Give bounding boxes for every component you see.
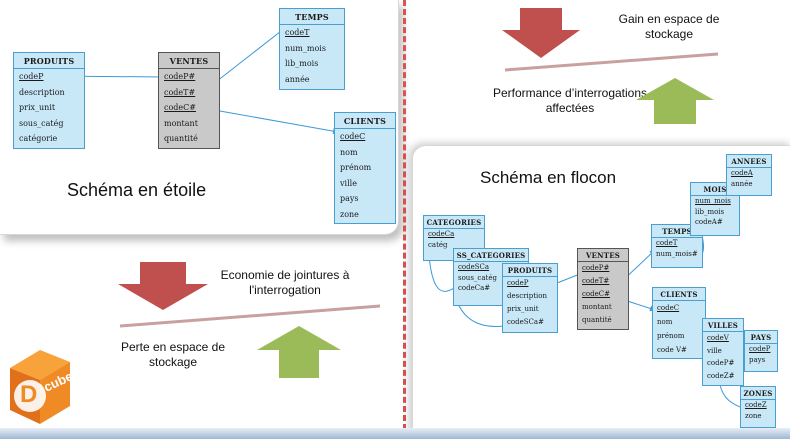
table-row: codeP# — [164, 72, 196, 81]
note-perf: Performance d’interrogations affectées — [492, 86, 648, 115]
table-row: lib_mois — [695, 207, 725, 216]
table-title: CATEGORIES — [424, 216, 484, 229]
arrow-up-perf — [636, 78, 714, 124]
table-row: codeSCa# — [507, 318, 544, 326]
table-row: codeC — [340, 132, 366, 141]
table-row: prénom — [657, 332, 685, 340]
table-row: codeT — [656, 239, 678, 247]
table-row: description — [507, 292, 547, 300]
table-row: codeP — [19, 72, 44, 81]
table-row: zone — [745, 411, 762, 420]
table-row: codeT# — [164, 87, 196, 97]
logo-letter: D — [20, 381, 38, 408]
table-title: CLIENTS — [653, 288, 705, 301]
table-row: codeT — [285, 28, 310, 37]
star-schema-caption: Schéma en étoile — [67, 180, 207, 200]
table-row: codeCa — [428, 230, 455, 238]
table-row: ville — [340, 178, 357, 188]
table-row: année — [285, 74, 310, 84]
table-row: année — [731, 179, 753, 188]
snowflake-schema-caption: Schéma en flocon — [480, 168, 617, 187]
note-perte: Perte en espace de stockage — [120, 340, 226, 369]
table-produits-snow: PRODUITS codeP description prix_unit cod… — [502, 263, 558, 333]
arrow-down-eco — [118, 262, 208, 310]
arrow-up-perte — [257, 326, 341, 378]
table-row: codeT# — [582, 277, 610, 285]
arrow-down-gain — [502, 8, 580, 58]
table-row: code V# — [657, 346, 687, 354]
table-title: MOIS — [691, 183, 739, 196]
balance-line-bottom — [120, 304, 381, 328]
table-row: codeCa# — [458, 284, 491, 292]
table-row: nom — [340, 147, 358, 157]
table-row: description — [19, 87, 65, 97]
table-row: sous_catég — [19, 118, 64, 128]
table-row: codeC# — [582, 290, 610, 298]
table-row: codeSCa — [458, 263, 490, 271]
table-row: quantité — [164, 134, 198, 143]
table-row: codeV — [707, 334, 729, 342]
note-gain: Gain en espace de stockage — [618, 12, 720, 41]
table-temps-star: TEMPS codeT num_mois lib_mois année — [279, 8, 345, 90]
cube-logo-icon — [10, 350, 70, 424]
balance-line-top — [505, 52, 719, 72]
table-row: codeA — [731, 169, 753, 177]
table-zones-snow: ZONES codeZ zone — [740, 386, 776, 428]
table-row: pays — [340, 194, 359, 203]
table-row: codeP# — [582, 264, 610, 272]
table-row: quantité — [582, 316, 612, 324]
table-produits-star: PRODUITS codeP description prix_unit sou… — [13, 52, 85, 149]
table-title: TEMPS — [280, 9, 344, 25]
table-row: codeA# — [695, 218, 723, 226]
table-row: prix_unit — [507, 305, 539, 313]
table-title: SS_CATEGORIES — [454, 249, 528, 262]
table-clients-snow: CLIENTS codeC nom prénom code V# — [652, 287, 706, 359]
table-clients-star: CLIENTS codeC nom prénom ville pays zone — [334, 112, 396, 224]
table-row: sous_catég — [458, 273, 497, 282]
table-row: catégorie — [19, 134, 58, 143]
table-row: codeP — [507, 279, 529, 287]
table-row: prénom — [340, 163, 372, 172]
table-title: PAYS — [745, 331, 777, 344]
table-row: montant — [164, 118, 198, 128]
table-row: num_mois# — [656, 249, 698, 258]
divider-dashed-line — [403, 0, 406, 439]
table-title: CLIENTS — [335, 113, 395, 129]
table-row: num_mois — [695, 197, 731, 205]
table-title: VENTES — [159, 53, 219, 69]
table-title: ANNEES — [727, 155, 771, 168]
table-row: pays — [749, 355, 766, 364]
table-row: lib_mois — [285, 59, 319, 68]
table-row: codeC# — [164, 103, 196, 112]
bottom-band — [0, 428, 790, 439]
table-ventes-star: VENTES codeP# codeT# codeC# montant quan… — [158, 52, 220, 149]
table-title: PRODUITS — [14, 53, 84, 69]
table-row: codeP# — [707, 359, 735, 367]
table-title: VILLES — [703, 319, 743, 332]
table-ventes-snow: VENTES codeP# codeT# codeC# montant quan… — [577, 248, 629, 330]
table-row: prix_unit — [19, 103, 56, 112]
table-annees-snow: ANNEES codeA année — [726, 154, 772, 196]
table-row: num_mois — [285, 43, 326, 53]
table-pays-snow: PAYS codeP pays — [744, 330, 778, 372]
table-title: VENTES — [578, 249, 628, 262]
table-title: ZONES — [741, 387, 775, 400]
dcube-logo: D cube — [0, 340, 90, 428]
table-row: codeC — [657, 304, 680, 312]
table-row: codeZ — [745, 401, 767, 409]
table-row: zone — [340, 209, 359, 219]
table-row: codeZ# — [707, 371, 735, 380]
table-row: ville — [707, 346, 722, 355]
note-eco: Economie de jointures à l'interrogation — [220, 268, 350, 297]
table-row: codeP — [749, 345, 771, 353]
table-row: catég — [428, 240, 448, 249]
table-villes-snow: VILLES codeV ville codeP# codeZ# — [702, 318, 744, 386]
table-row: montant — [582, 303, 612, 311]
table-title: TEMPS — [652, 225, 702, 238]
table-title: PRODUITS — [503, 264, 557, 277]
table-row: nom — [657, 318, 673, 326]
